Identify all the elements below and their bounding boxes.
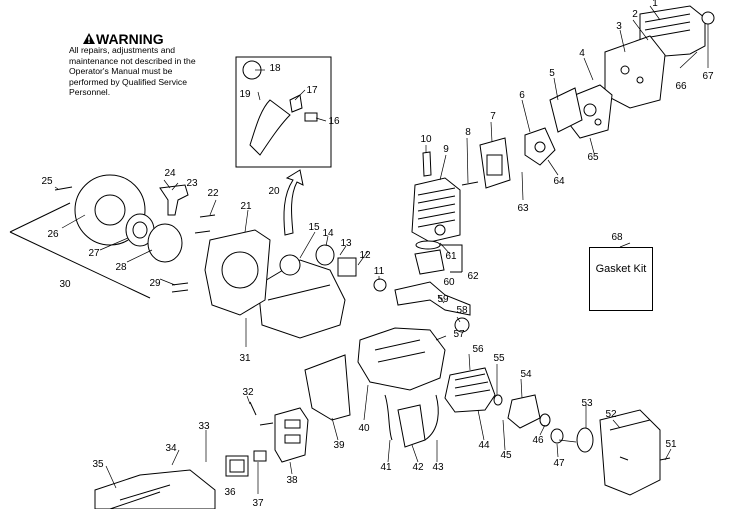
ignition-module bbox=[397, 404, 426, 448]
callout-68: 68 bbox=[611, 232, 623, 243]
callout-21: 21 bbox=[240, 201, 252, 212]
callout-37: 37 bbox=[252, 498, 264, 509]
callout-4: 4 bbox=[579, 48, 585, 59]
callout-5: 5 bbox=[549, 68, 555, 79]
callout-59: 59 bbox=[437, 294, 449, 305]
callout-16: 16 bbox=[328, 116, 340, 127]
fuel-cap-arrow bbox=[283, 169, 304, 236]
callout-10: 10 bbox=[420, 134, 432, 145]
callout-62: 62 bbox=[467, 271, 479, 282]
callout-6: 6 bbox=[519, 90, 525, 101]
callout-56: 56 bbox=[472, 344, 484, 355]
clutch bbox=[507, 394, 541, 429]
spark-plug bbox=[422, 151, 432, 177]
callout-27: 27 bbox=[88, 248, 100, 259]
callout-51: 51 bbox=[665, 439, 677, 450]
callout-24: 24 bbox=[164, 168, 176, 179]
callout-31: 31 bbox=[239, 353, 251, 364]
muffler-heat-shield bbox=[304, 354, 351, 421]
starter-housing bbox=[204, 229, 271, 316]
callout-26: 26 bbox=[47, 229, 59, 240]
heat-shield bbox=[479, 137, 511, 189]
starter-pawl-spring bbox=[337, 257, 357, 277]
callout-52: 52 bbox=[605, 409, 617, 420]
callout-39: 39 bbox=[333, 440, 345, 451]
spark-plug-boot bbox=[384, 394, 393, 441]
crankshaft bbox=[394, 281, 471, 316]
callout-20: 20 bbox=[268, 186, 280, 197]
callout-3: 3 bbox=[616, 21, 622, 32]
clutch-nut bbox=[550, 428, 564, 444]
callout-41: 41 bbox=[380, 462, 392, 473]
callout-43: 43 bbox=[432, 462, 444, 473]
air-filter-housing bbox=[604, 35, 666, 109]
clutch-washer bbox=[493, 394, 503, 406]
starter-pulley bbox=[147, 223, 183, 263]
intake-adapter bbox=[524, 127, 556, 166]
callout-60: 60 bbox=[443, 277, 455, 288]
callout-58: 58 bbox=[456, 305, 468, 316]
gear-housing bbox=[599, 409, 661, 496]
callout-36: 36 bbox=[224, 487, 236, 498]
fuel-line bbox=[249, 99, 291, 156]
callout-65: 65 bbox=[587, 152, 599, 163]
callout-55: 55 bbox=[493, 353, 505, 364]
starter-handle bbox=[159, 184, 189, 216]
callout-66: 66 bbox=[675, 81, 687, 92]
callout-13: 13 bbox=[340, 238, 352, 249]
callout-17: 17 bbox=[306, 85, 318, 96]
callout-34: 34 bbox=[165, 443, 177, 454]
callout-42: 42 bbox=[412, 462, 424, 473]
callout-46: 46 bbox=[532, 435, 544, 446]
callout-40: 40 bbox=[358, 423, 370, 434]
callout-29: 29 bbox=[149, 278, 161, 289]
callout-8: 8 bbox=[465, 127, 471, 138]
callout-18: 18 bbox=[269, 63, 281, 74]
callout-44: 44 bbox=[478, 440, 490, 451]
crankcase bbox=[357, 327, 446, 391]
gasket-kit-label: Gasket Kit bbox=[595, 263, 647, 275]
callout-53: 53 bbox=[581, 398, 593, 409]
callout-35: 35 bbox=[92, 459, 104, 470]
warning-text: All repairs, adjustments and maintenance… bbox=[69, 45, 196, 98]
drive-shaft-bearing bbox=[576, 427, 594, 453]
callout-32: 32 bbox=[242, 387, 254, 398]
callout-23: 23 bbox=[186, 178, 198, 189]
cover-knob bbox=[701, 11, 715, 25]
callout-7: 7 bbox=[490, 111, 496, 122]
callout-19: 19 bbox=[239, 89, 251, 100]
callout-67: 67 bbox=[702, 71, 714, 82]
callout-9: 9 bbox=[443, 144, 449, 155]
callout-33: 33 bbox=[198, 421, 210, 432]
callout-64: 64 bbox=[553, 176, 565, 187]
warning-title: WARNING bbox=[96, 31, 164, 47]
piston bbox=[414, 249, 445, 275]
piston-ring bbox=[415, 240, 441, 250]
callout-12: 12 bbox=[359, 250, 371, 261]
fuel-tank bbox=[257, 259, 346, 339]
callout-11: 11 bbox=[374, 266, 385, 277]
muffler-gasket bbox=[225, 455, 249, 477]
callout-61: 61 bbox=[445, 251, 457, 262]
callout-30: 30 bbox=[59, 279, 71, 290]
callout-57: 57 bbox=[453, 329, 465, 340]
callout-2: 2 bbox=[632, 9, 638, 20]
callout-54: 54 bbox=[520, 369, 532, 380]
callout-14: 14 bbox=[322, 228, 334, 239]
callout-22: 22 bbox=[207, 188, 219, 199]
fuel-pickup bbox=[315, 244, 335, 266]
callout-28: 28 bbox=[115, 262, 127, 273]
screws bbox=[54, 181, 671, 461]
callout-25: 25 bbox=[41, 176, 53, 187]
callout-47: 47 bbox=[553, 458, 565, 469]
callout-63: 63 bbox=[517, 203, 529, 214]
callout-45: 45 bbox=[500, 450, 512, 461]
callout-1: 1 bbox=[652, 0, 658, 9]
callout-15: 15 bbox=[308, 222, 320, 233]
callout-38: 38 bbox=[286, 475, 298, 486]
gasket-kit-box: Gasket Kit bbox=[589, 247, 653, 311]
